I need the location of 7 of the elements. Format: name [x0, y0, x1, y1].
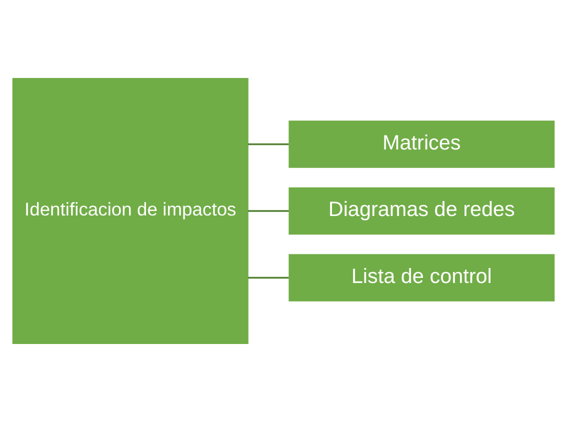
connector: [248, 276, 289, 279]
node-box: Diagramas de redes: [288, 187, 555, 235]
node-box: Matrices: [288, 120, 555, 168]
connector: [248, 210, 289, 212]
connector: [248, 143, 289, 146]
node-box: Lista de control: [288, 254, 555, 302]
node-box: Identificacion de impactos: [12, 78, 248, 344]
